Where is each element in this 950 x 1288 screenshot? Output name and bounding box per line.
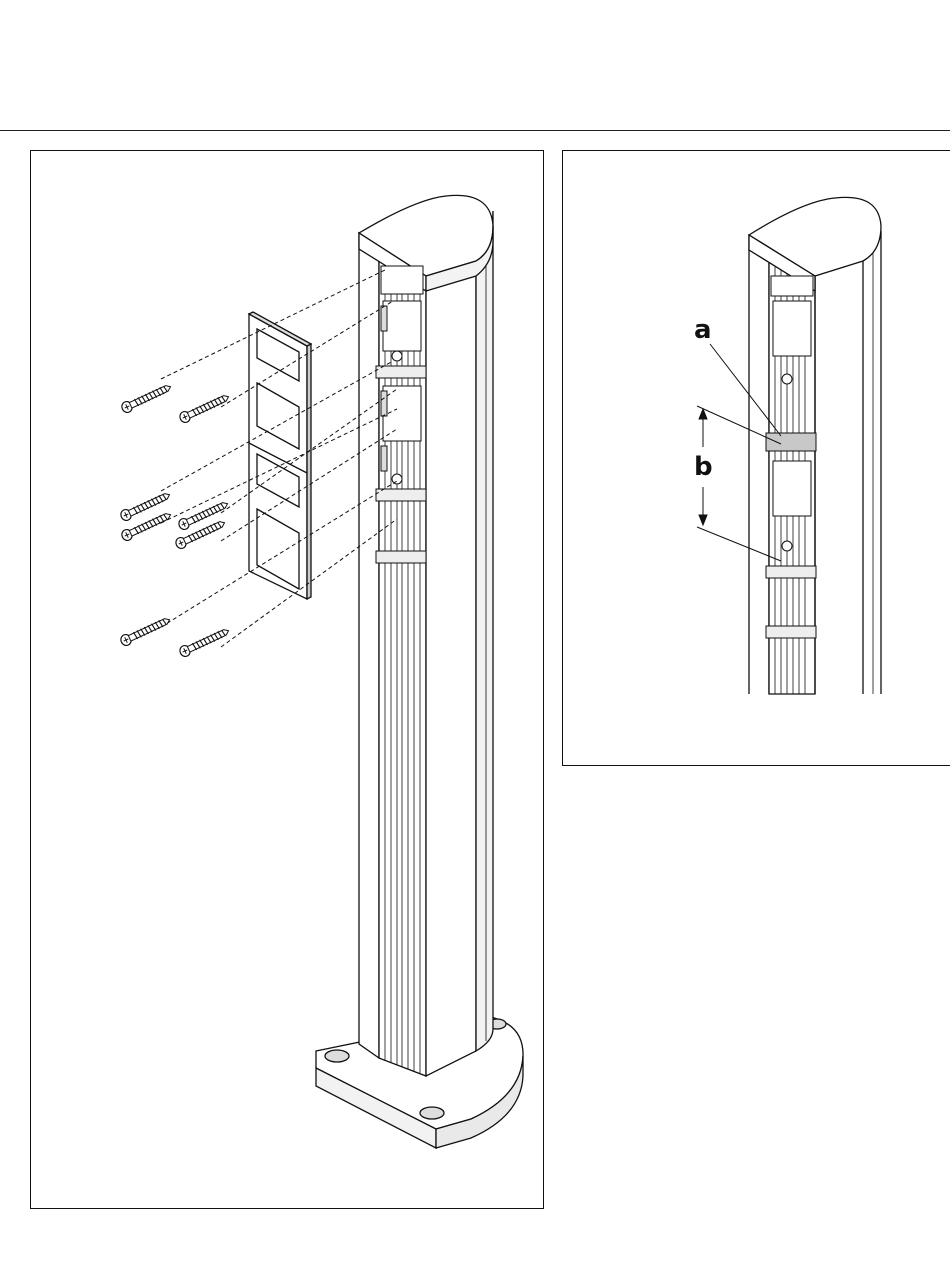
screw-8 xyxy=(178,626,231,658)
callout-b-label: b xyxy=(694,454,713,480)
mounting-illustration-panel xyxy=(30,150,544,1209)
screw-1 xyxy=(120,382,173,414)
mounting-illustration xyxy=(31,151,545,1210)
callout-a-label: a xyxy=(694,317,712,343)
screws xyxy=(119,382,231,658)
screw-7 xyxy=(119,615,172,647)
header-rule xyxy=(0,130,950,131)
column-body xyxy=(359,195,493,1076)
spacing-illustration-panel: a b xyxy=(562,150,950,766)
spacing-illustration xyxy=(563,151,950,767)
screw-2 xyxy=(178,392,231,424)
